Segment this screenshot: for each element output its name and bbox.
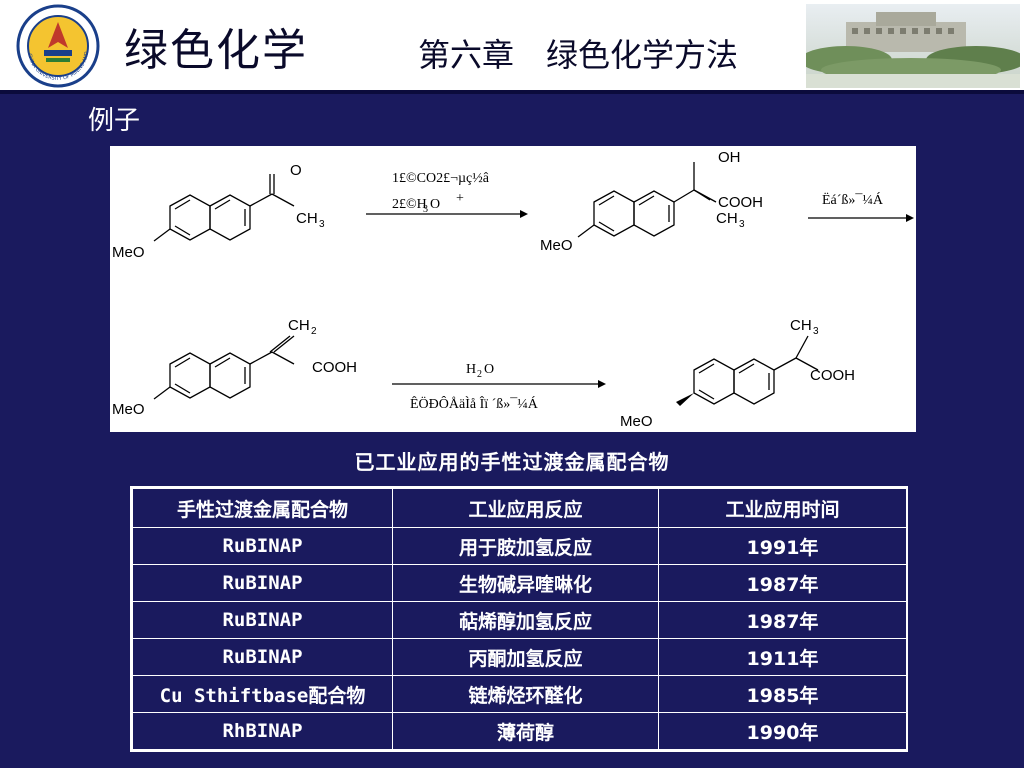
reaction-scheme: O CH 3 MeO 1£©CO2£¬µç½â 2£©H 3 O + xyxy=(110,146,916,432)
methylene-sub: 2 xyxy=(311,326,317,337)
cell-reaction: 用于胺加氢反应 xyxy=(392,527,659,565)
methyl-sub-2: 3 xyxy=(739,219,745,230)
cell-reaction: 薄荷醇 xyxy=(392,712,659,750)
ketone-o-label: O xyxy=(290,162,302,179)
section-label: 例子 xyxy=(88,106,141,136)
cell-year: 1987年 xyxy=(658,601,907,639)
reaction-scheme-drawing: O CH 3 MeO 1£©CO2£¬µç½â 2£©H 3 O + xyxy=(112,149,914,430)
cell-catalyst: Cu Sthiftbase配合物 xyxy=(132,675,393,713)
hydroxy-label: OH xyxy=(718,149,741,166)
cell-reaction: 萜烯醇加氢反应 xyxy=(392,601,659,639)
methoxy-label-4: MeO xyxy=(620,413,653,430)
university-logo-icon: CHINA UNIVERSITY OF MINING AND TECHNOLOG… xyxy=(16,4,100,88)
column-header-catalyst: 手性过渡金属配合物 xyxy=(132,488,393,528)
cell-year: 1985年 xyxy=(658,675,907,713)
reaction-arrow-2: Ëá´ß»¯¼Á xyxy=(808,191,914,222)
cell-catalyst: RhBINAP xyxy=(132,712,393,750)
step3-condition-2: ÊÖÐÔÅäÌå Îï ´ß»¯¼Á xyxy=(410,395,539,412)
methoxy-label-3: MeO xyxy=(112,401,145,418)
campus-photo xyxy=(806,4,1020,88)
molecule-acetonaphthone: O CH 3 MeO xyxy=(112,162,325,261)
header-bar: CHINA UNIVERSITY OF MINING AND TECHNOLOG… xyxy=(0,0,1024,90)
methyl-label-2: CH xyxy=(716,210,738,227)
reaction-arrow-1: 1£©CO2£¬µç½â 2£©H 3 O + xyxy=(366,171,528,218)
table-row: Cu Sthiftbase配合物 链烯烃环醛化 1985年 xyxy=(132,675,907,713)
chapter-title: 第六章 绿色化学方法 xyxy=(418,36,739,74)
table-row: RhBINAP 薄荷醇 1990年 xyxy=(132,712,907,750)
table-caption: 已工业应用的手性过渡金属配合物 xyxy=(354,450,670,474)
step1-condition-1: 1£©CO2£¬µç½â xyxy=(392,171,490,186)
cell-year: 1911年 xyxy=(658,638,907,676)
table-row: RuBINAP 萜烯醇加氢反应 1987年 xyxy=(132,601,907,639)
carboxyl-label-3: COOH xyxy=(810,367,855,384)
step2-condition: Ëá´ß»¯¼Á xyxy=(822,191,884,208)
cell-catalyst: RuBINAP xyxy=(132,564,393,602)
methyl-sub-3: 3 xyxy=(813,326,819,337)
step1-condition-2-sub: 3 xyxy=(423,204,428,215)
table-row: RuBINAP 用于胺加氢反应 1991年 xyxy=(132,527,907,565)
cell-catalyst: RuBINAP xyxy=(132,601,393,639)
table-header-row: 手性过渡金属配合物 工业应用反应 工业应用时间 xyxy=(132,488,907,528)
methoxy-label-2: MeO xyxy=(540,237,573,254)
cell-year: 1987年 xyxy=(658,564,907,602)
methyl-sub-1: 3 xyxy=(319,219,325,230)
cell-catalyst: RuBINAP xyxy=(132,638,393,676)
step3-condition-1-sub: 2 xyxy=(477,369,482,380)
methyl-label-3: CH xyxy=(790,317,812,334)
table-row: RuBINAP 丙酮加氢反应 1911年 xyxy=(132,638,907,676)
course-title: 绿色化学 xyxy=(124,25,308,76)
column-header-year: 工业应用时间 xyxy=(658,488,907,528)
molecule-acrylic-acid: CH 2 COOH MeO xyxy=(112,317,357,418)
cell-year: 1991年 xyxy=(658,527,907,565)
column-header-reaction: 工业应用反应 xyxy=(392,488,659,528)
methylene-label: CH xyxy=(288,317,310,334)
carboxyl-label-2: COOH xyxy=(312,359,357,376)
methyl-label-1: CH xyxy=(296,210,318,227)
cell-reaction: 丙酮加氢反应 xyxy=(392,638,659,676)
cell-year: 1990年 xyxy=(658,712,907,750)
molecule-naproxen: CH 3 COOH MeO xyxy=(620,317,855,430)
catalyst-table: 手性过渡金属配合物 工业应用反应 工业应用时间 RuBINAP 用于胺加氢反应 … xyxy=(130,486,908,752)
reaction-arrow-3: H 2 O ÊÖÐÔÅäÌå Îï ´ß»¯¼Á xyxy=(392,362,606,412)
methoxy-label-1: MeO xyxy=(112,244,145,261)
cell-reaction: 链烯烃环醛化 xyxy=(392,675,659,713)
step1-condition-2-sup: + xyxy=(456,191,464,206)
table-row: RuBINAP 生物碱异喹啉化 1987年 xyxy=(132,564,907,602)
header-divider xyxy=(0,90,1024,94)
cell-reaction: 生物碱异喹啉化 xyxy=(392,564,659,602)
cell-catalyst: RuBINAP xyxy=(132,527,393,565)
step1-condition-2-b: O xyxy=(430,197,440,212)
step3-condition-1-b: O xyxy=(484,362,494,377)
step3-condition-1: H xyxy=(466,362,476,377)
step1-condition-2: 2£©H xyxy=(392,197,427,212)
carboxyl-label-1: COOH xyxy=(718,194,763,211)
molecule-hydroxy-acid: OH COOH CH 3 MeO xyxy=(540,149,763,254)
